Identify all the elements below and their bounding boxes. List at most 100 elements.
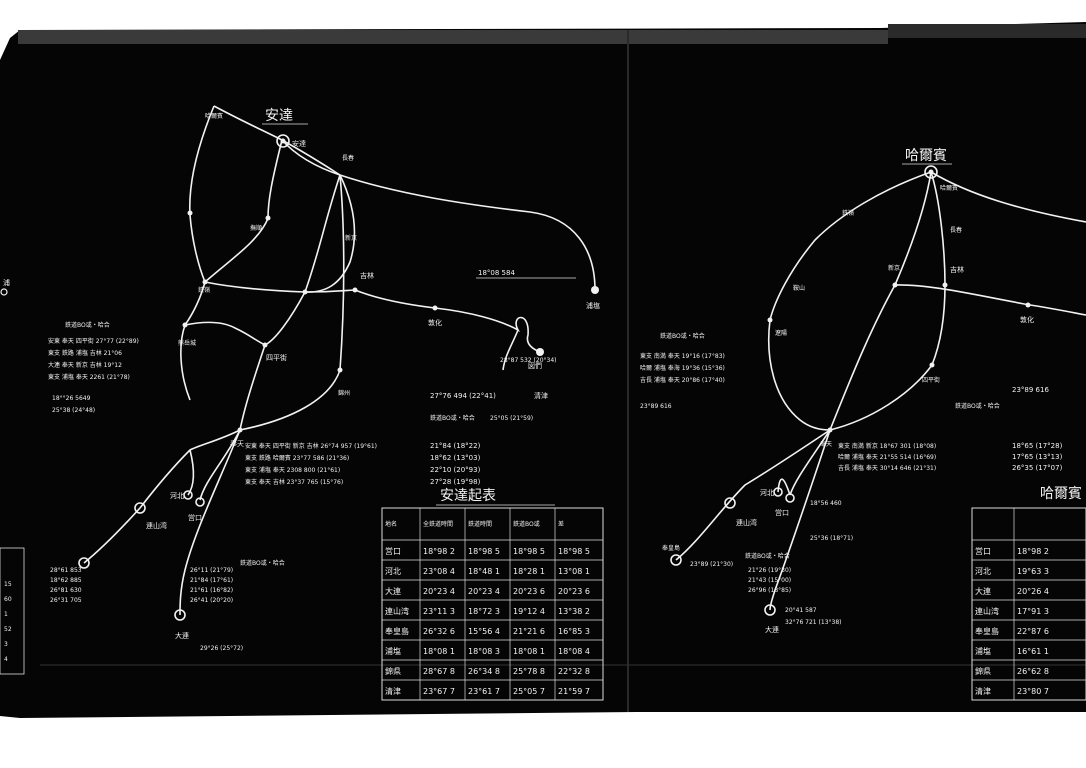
route-value: 21°84 (17°61)	[190, 577, 233, 584]
station-marker	[536, 348, 544, 356]
route-value: 26°81 630	[50, 587, 82, 594]
station-marker	[174, 609, 186, 621]
table-cell: 18°98 2	[1017, 547, 1049, 556]
table-cell: 錦県	[385, 666, 401, 676]
rail-line	[789, 429, 831, 496]
table-cell: 18°98 5	[513, 547, 545, 556]
section-label: 鉄道BO或・哈合	[745, 552, 790, 560]
rail-line	[179, 429, 241, 616]
rail-line	[931, 284, 946, 366]
station-label: 安達	[292, 139, 306, 148]
table-cell: 連山湾	[975, 606, 999, 616]
table-header: 鉄道時間	[468, 520, 492, 528]
table-cell: 13°38 2	[558, 607, 590, 616]
extra-note: 25°38 (24°48)	[52, 407, 95, 414]
table-cell: 大連	[975, 586, 991, 596]
extra-note: 23°89 616	[640, 403, 672, 410]
left-map: 安達	[48, 105, 604, 701]
station-marker	[767, 317, 773, 323]
route-line: 哈爾 浦塩 奉海 19°36 (15°36)	[640, 364, 725, 372]
table-cell: 26°34 8	[468, 667, 500, 676]
table-header: 鉄道BO或	[513, 520, 540, 528]
rail-line	[83, 507, 141, 564]
station-marker	[352, 287, 358, 293]
station-marker	[280, 138, 286, 144]
table-cell: 19°12 4	[513, 607, 545, 616]
station-marker	[265, 215, 271, 221]
rail-line	[339, 174, 596, 291]
route-line: 東支 鉄路 浦塩 吉林 21°06	[48, 349, 122, 357]
route-value: 27°28 (19°98)	[430, 478, 481, 486]
station-label: 営口	[188, 513, 202, 522]
station-label: 撫順	[250, 224, 262, 232]
station-marker	[670, 554, 682, 566]
table-cell: 河北	[385, 566, 401, 576]
top-edge-strip	[18, 30, 888, 44]
station-marker	[195, 497, 205, 507]
station-label: 四平街	[266, 353, 287, 362]
rail-line	[204, 281, 356, 293]
station-label: 鉄嶺	[842, 209, 854, 217]
station-label: 奉天	[230, 439, 244, 448]
rail-line	[769, 171, 932, 321]
table-cell: 17°91 3	[1017, 607, 1049, 616]
route-line: 東支 浦塩 奉天 2261 (21°78)	[48, 373, 130, 381]
table-cell: 23°61 7	[468, 687, 500, 696]
station-label: 河北	[760, 489, 774, 497]
table-cell: 16°61 1	[1017, 647, 1049, 656]
route-value: 21°84 (18°22)	[430, 442, 481, 450]
section-label: 鉄道BO或・哈合	[430, 414, 475, 422]
route-value: 18°62 885	[50, 577, 82, 584]
station-marker	[202, 279, 208, 285]
station-marker	[942, 282, 948, 288]
extra-note: 18°56 460	[810, 500, 842, 507]
table-cell: 20°23 6	[558, 587, 590, 596]
station-marker	[187, 210, 193, 216]
station-marker	[924, 165, 938, 179]
left-map-title: 安達	[265, 108, 293, 124]
table-cell: 22°87 6	[1017, 627, 1049, 636]
route-value: 26°41 (20°20)	[190, 597, 233, 604]
right-map-title: 哈爾賓	[905, 147, 947, 164]
table-border	[971, 507, 1086, 701]
table-cell: 13°08 1	[558, 567, 590, 576]
station-label: 四平街	[922, 376, 940, 384]
rail-line	[184, 321, 266, 346]
table-cell: 大連	[385, 586, 401, 596]
station-label: 連山湾	[736, 518, 757, 527]
rail-line	[767, 319, 831, 431]
edge-table-cell: 4	[4, 656, 8, 663]
rail-line	[930, 171, 1086, 223]
table-cell: 28°67 8	[423, 667, 455, 676]
route-value: 26°11 (21°79)	[190, 567, 233, 574]
extra-note: 29°26 (25°72)	[200, 645, 243, 652]
station-marker	[892, 282, 898, 288]
route-value: 26°31 705	[50, 597, 82, 604]
station-label: 鞍山	[793, 284, 805, 292]
table-cell: 15°56 4	[468, 627, 500, 636]
station-marker	[302, 289, 308, 295]
extra-note: 23°89 616	[1012, 386, 1049, 394]
route-line: 安東 奉天 四平街 新京 吉林 26°74 957 (19°61)	[245, 442, 377, 450]
station-marker	[724, 497, 736, 509]
section-label: 鉄道BO或・哈合	[660, 332, 705, 340]
station-label: 遼陽	[775, 329, 787, 337]
table-cell: 清津	[975, 686, 991, 696]
station-label: 奉皇島	[662, 544, 680, 552]
table-cell: 26°32 6	[423, 627, 455, 636]
station-marker	[182, 322, 188, 328]
table-cell: 20°23 4	[423, 587, 455, 596]
table-cell: 20°23 6	[513, 587, 545, 596]
station-label: 熊岳城	[178, 339, 196, 347]
rail-line	[930, 171, 946, 286]
table-cell: 21°59 7	[558, 687, 590, 696]
station-label: 錦州	[338, 389, 350, 397]
table-cell: 営口	[385, 546, 401, 556]
station-label: 新京	[888, 264, 900, 272]
table-title: 哈爾賓	[1040, 485, 1082, 502]
route-value: 22°10 (20°93)	[430, 466, 481, 474]
table-cell: 浦塩	[975, 646, 991, 656]
rail-line	[354, 289, 541, 353]
